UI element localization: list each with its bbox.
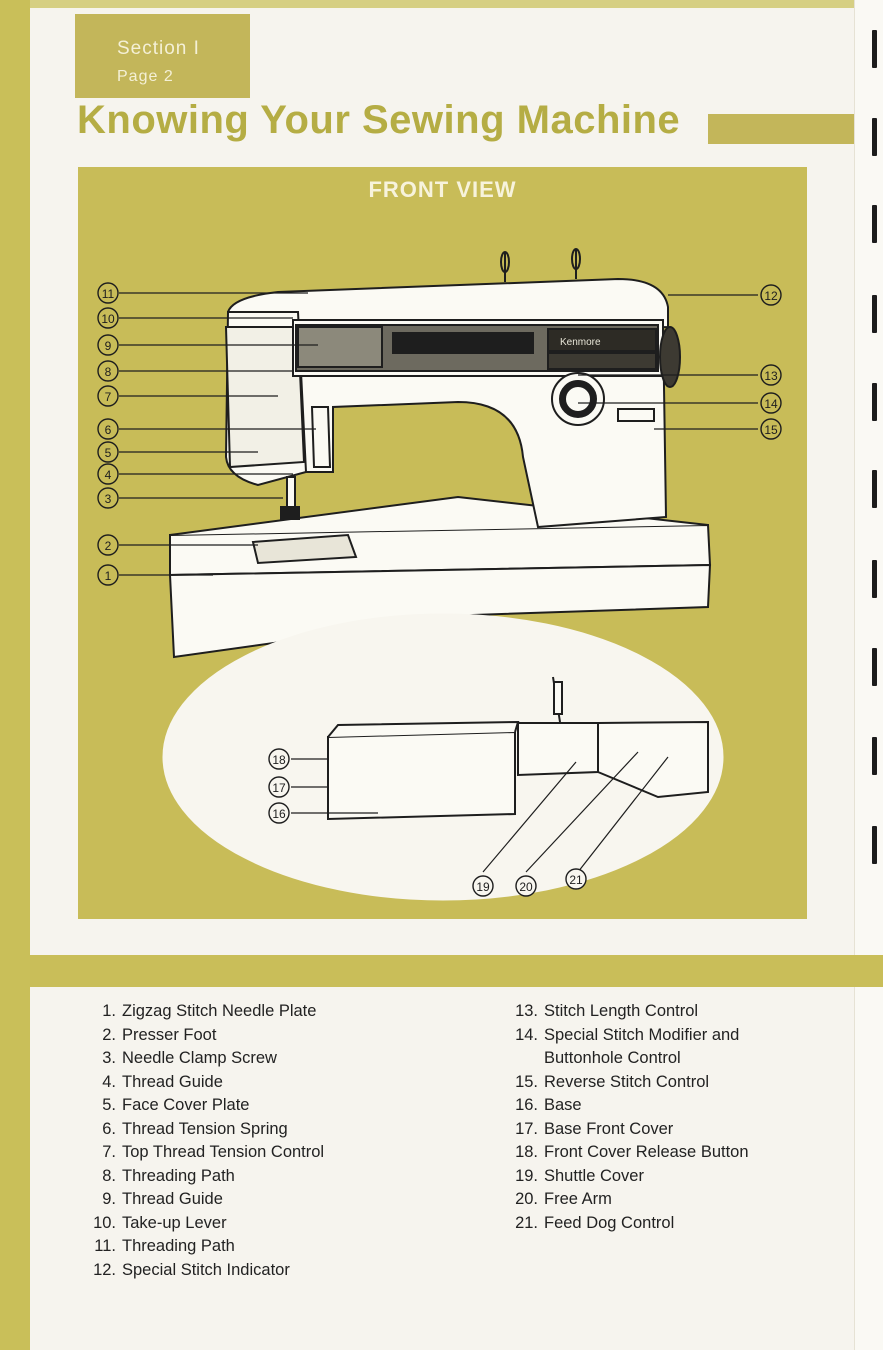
list-item: 3.Needle Clamp Screw	[102, 1049, 277, 1067]
callout-9: 9	[105, 339, 112, 353]
punched-edge	[854, 0, 883, 1350]
list-item: 12.Special Stitch Indicator	[93, 1260, 290, 1279]
parts-list-left: 1.Zigzag Stitch Needle Plate 2.Presser F…	[78, 1000, 324, 1282]
title-bar	[708, 114, 854, 144]
callout-4: 4	[105, 468, 112, 482]
callout-14: 14	[764, 397, 778, 411]
callout-6: 6	[105, 423, 112, 437]
list-item: 1.Zigzag Stitch Needle Plate	[102, 1002, 317, 1020]
binding-spine	[0, 0, 30, 1350]
page-number: Page 2	[117, 68, 174, 85]
sewing-machine-illustration: Kenmore	[97, 248, 782, 901]
list-item: 5.Face Cover Plate	[102, 1096, 250, 1114]
divider-band	[30, 955, 883, 987]
top-strip	[30, 0, 883, 8]
callout-20: 20	[519, 880, 533, 894]
callout-11: 11	[102, 287, 115, 301]
list-item: 13.Stitch Length Control	[515, 1002, 699, 1020]
callout-12: 12	[764, 289, 778, 303]
front-view-figure: FRONT VIEW	[78, 167, 807, 919]
list-item: 14.Special Stitch Modifier and	[515, 1025, 740, 1044]
list-item: 20.Free Arm	[515, 1190, 612, 1208]
callout-10: 10	[101, 312, 115, 326]
list-item: 17.Base Front Cover	[515, 1119, 674, 1138]
list-item: 9.Thread Guide	[102, 1190, 223, 1208]
list-item: 16.Base	[515, 1096, 582, 1114]
callout-21: 21	[569, 873, 583, 887]
list-item: 18.Front Cover Release Button	[515, 1143, 749, 1161]
list-item: 11.Threading Path	[94, 1237, 235, 1255]
callout-17: 17	[272, 781, 286, 795]
callout-8: 8	[105, 365, 112, 379]
figure-caption: FRONT VIEW	[368, 177, 517, 202]
brand-logo: Kenmore	[560, 337, 601, 348]
list-item: 19.Shuttle Cover	[515, 1166, 644, 1185]
list-item: 2.Presser Foot	[102, 1025, 217, 1044]
parts-list-right: 13.Stitch Length Control 14.Special Stit…	[500, 1000, 749, 1235]
callout-16: 16	[272, 807, 286, 821]
callout-1: 1	[105, 569, 112, 583]
section-label: Section I Page 2	[75, 14, 250, 98]
list-item: 8.Threading Path	[102, 1166, 235, 1185]
callout-19: 19	[476, 880, 490, 894]
list-item: 7.Top Thread Tension Control	[102, 1143, 325, 1161]
callout-7: 7	[105, 390, 112, 404]
list-item: 15.Reverse Stitch Control	[515, 1072, 710, 1091]
list-item-continued: Buttonhole Control	[544, 1049, 681, 1067]
list-item: 10.Take-up Lever	[93, 1213, 227, 1232]
callout-3: 3	[105, 492, 112, 506]
callout-5: 5	[105, 446, 112, 460]
callout-2: 2	[105, 539, 112, 553]
callout-15: 15	[764, 423, 778, 437]
list-item: 21.Feed Dog Control	[515, 1213, 675, 1232]
section-number: Section I	[117, 38, 200, 59]
page-title: Knowing Your Sewing Machine	[77, 98, 681, 142]
callout-13: 13	[764, 369, 778, 383]
callout-18: 18	[272, 753, 286, 767]
list-item: 4.Thread Guide	[102, 1072, 223, 1091]
list-item: 6.Thread Tension Spring	[102, 1119, 288, 1138]
